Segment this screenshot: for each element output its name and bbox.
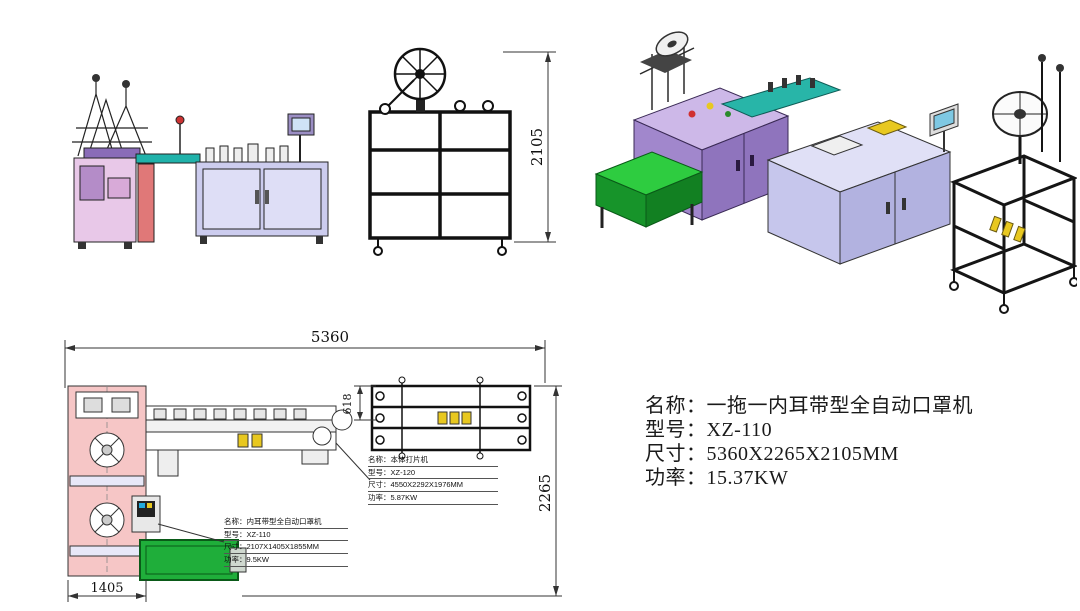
iso-bridge-stations <box>768 75 815 92</box>
front-elevation-view: 2105 <box>48 28 568 268</box>
dimension-overall-depth: 2265 <box>536 474 554 512</box>
plan-shaft-ends <box>398 376 484 460</box>
plan-view: 5360 <box>40 328 585 606</box>
front-frame-feet <box>373 238 507 256</box>
punch-spec-model: 型号：XZ-120 <box>368 467 498 480</box>
front-machine-panel <box>79 165 105 201</box>
plan-monitor <box>131 495 161 533</box>
arrow-icon <box>545 52 551 62</box>
mask-spec-model: 型号：XZ-110 <box>224 529 348 542</box>
arrow-icon <box>535 345 545 351</box>
front-machine-feet <box>78 236 323 249</box>
main-spec-power: 功率：15.37KW <box>645 467 789 489</box>
arrow-icon <box>65 345 75 351</box>
mask-spec-size: 尺寸：2107X1405X1855MM <box>224 541 348 554</box>
arrow-icon <box>357 412 363 420</box>
front-cabinet-door-left <box>202 168 261 230</box>
iso-cabinet <box>766 119 952 265</box>
front-forming-head <box>83 147 141 159</box>
dimension-overall-height: 2105 <box>528 128 546 166</box>
arrow-icon <box>553 386 559 396</box>
arrow-icon <box>545 232 551 242</box>
isometric-view <box>572 2 1079 332</box>
front-material-wheel <box>379 47 447 115</box>
plan-view-svg: 5360 <box>64 328 562 602</box>
shaft-knob-icon <box>1056 64 1064 72</box>
plan-punch-machine <box>145 405 353 477</box>
iso-mechanism-block <box>640 50 692 73</box>
main-spec-model: 型号：XZ-110 <box>645 419 773 441</box>
plan-spools <box>437 411 472 425</box>
guide-roller-icon <box>454 100 466 112</box>
front-cabinet-door-right <box>263 168 322 230</box>
dimension-overall-length: 5360 <box>311 328 349 346</box>
plan-green-conveyor <box>139 539 247 581</box>
front-forming-mechanism <box>72 80 152 157</box>
punch-spec-power: 功率：5.87KW <box>368 492 498 505</box>
front-transfer-conveyor <box>135 153 201 164</box>
door-handle-icon <box>265 190 269 204</box>
dim-line-5360 <box>64 340 546 388</box>
main-specification: 名称：一拖一内耳带型全自动口罩机 型号：XZ-110 尺寸：5360X2265X… <box>645 394 973 490</box>
dim-line-1405 <box>67 580 147 602</box>
arrow-icon <box>68 593 78 599</box>
mask-machine-spec-label: 名称：内耳带型全自动口罩机 型号：XZ-110 尺寸：2107X1405X185… <box>224 516 348 567</box>
front-salmon-column <box>137 163 155 243</box>
iso-green-conveyor <box>594 151 704 228</box>
plan-frame-shafts <box>401 380 481 456</box>
main-spec-name: 名称：一拖一内耳带型全自动口罩机 <box>645 395 973 417</box>
iso-disc-hub <box>667 40 677 48</box>
shaft-knob-icon <box>1038 54 1046 62</box>
iso-unwind-frame <box>950 154 1078 295</box>
iso-spools <box>989 215 1026 243</box>
front-monitor-screen <box>291 117 311 132</box>
dimension-mask-machine-width: 1405 <box>90 581 123 596</box>
plan-mask-machine <box>67 385 147 577</box>
door-handle-icon <box>255 190 259 204</box>
iso-shafts <box>1041 62 1061 162</box>
dimension-frame-offset: 618 <box>341 394 354 415</box>
punch-spec-name: 名称：本体打片机 <box>368 454 498 467</box>
punch-machine-spec-label: 名称：本体打片机 型号：XZ-120 尺寸：4550X2292X1976MM 功… <box>368 454 498 505</box>
guide-roller-icon <box>482 100 494 112</box>
punch-spec-size: 尺寸：4550X2292X1976MM <box>368 479 498 492</box>
plan-frame-bearings <box>375 391 527 445</box>
front-unwind-frame <box>368 110 512 240</box>
mask-spec-name: 名称：内耳带型全自动口罩机 <box>224 516 348 529</box>
front-view-svg: 2105 <box>72 47 556 256</box>
arrow-icon <box>553 586 559 596</box>
iso-frame-feet <box>949 266 1079 314</box>
main-spec-size: 尺寸：5360X2265X2105MM <box>645 443 899 465</box>
arrow-icon <box>136 593 146 599</box>
isometric-svg <box>594 31 1079 314</box>
dim-line-2265 <box>242 385 562 597</box>
tower-roller-icon <box>175 115 185 125</box>
roller-icon <box>122 80 130 88</box>
dim-line-2105 <box>503 51 556 243</box>
leader-lines <box>157 442 371 543</box>
roller-icon <box>92 74 100 82</box>
arrow-icon <box>357 386 363 394</box>
mask-spec-power: 功率：9.5KW <box>224 554 348 567</box>
plan-unwind-frame <box>370 384 532 452</box>
iso-material-wheel <box>992 91 1048 164</box>
iso-monitor <box>929 103 959 152</box>
front-top-stations <box>205 143 289 163</box>
front-machine-door <box>107 177 131 199</box>
